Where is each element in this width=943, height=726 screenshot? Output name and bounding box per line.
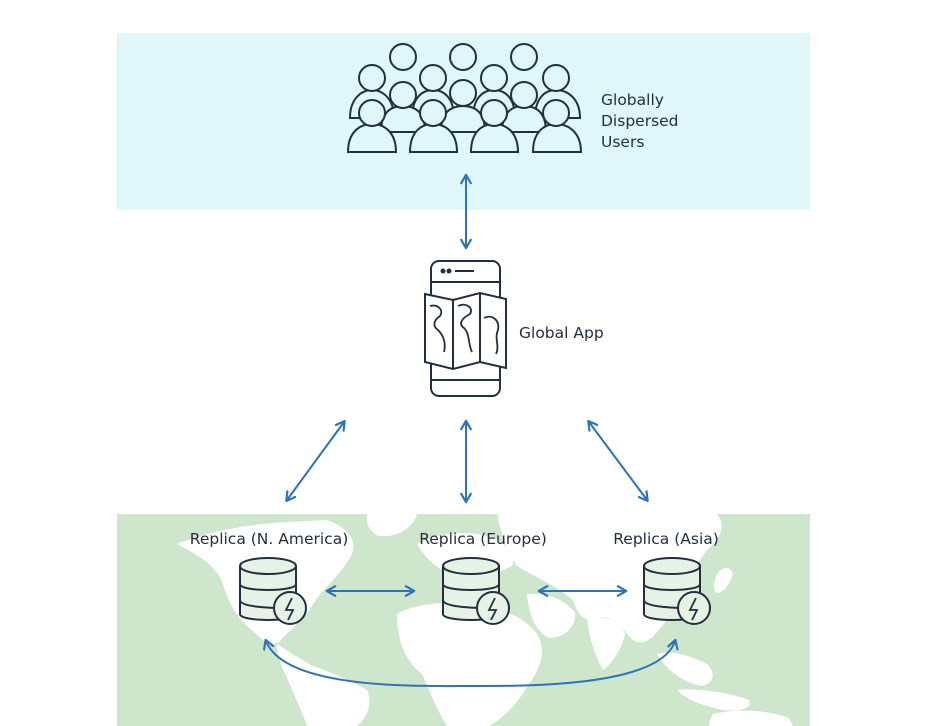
users-label-line: Users	[601, 133, 645, 151]
replica-label-europe: Replica (Europe)	[419, 530, 547, 548]
database-lightning-icon	[442, 557, 510, 625]
arrow-north-america-asia	[263, 638, 679, 688]
replica-label-north-america: Replica (N. America)	[189, 530, 349, 548]
land-greenland	[366, 514, 417, 537]
users-label-line: Dispersed	[601, 112, 679, 130]
app-label: Global App	[519, 324, 604, 342]
land-japan	[714, 568, 733, 593]
arrow-app-asia	[587, 419, 649, 503]
land-arabia	[527, 593, 576, 638]
arrow-app-north-america	[285, 419, 346, 503]
land-africa	[397, 602, 542, 726]
database-lightning-icon	[643, 557, 711, 625]
mobile-map-app-icon	[424, 260, 507, 397]
land-south-america	[277, 644, 370, 726]
land-southeast-asia	[657, 652, 713, 686]
users-label: Globally Dispersed Users	[601, 90, 721, 153]
users-label-line: Globally	[601, 91, 664, 109]
users-group-icon	[346, 43, 583, 153]
database-lightning-icon	[239, 557, 307, 625]
land-australia	[709, 710, 793, 726]
land-indonesia	[677, 689, 750, 711]
replica-label-asia: Replica (Asia)	[613, 530, 719, 548]
